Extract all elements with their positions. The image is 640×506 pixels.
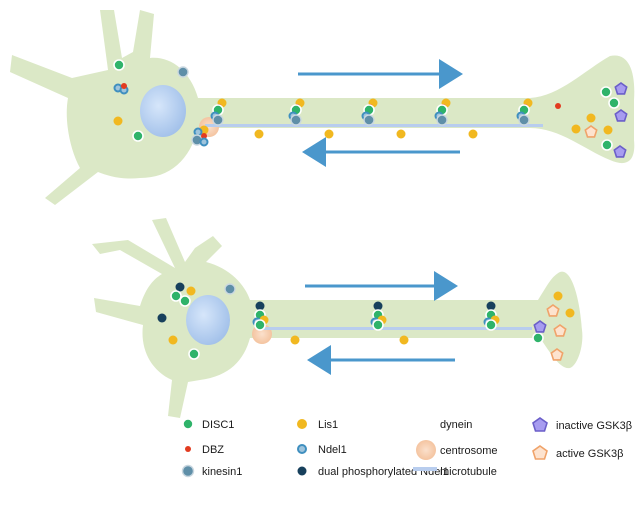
- lis1-icon: [565, 308, 575, 318]
- ndel1-icon: [199, 137, 209, 147]
- disc1-icon: [532, 332, 544, 344]
- kinesin1-icon: [436, 114, 448, 126]
- neuron-top: [10, 10, 635, 205]
- lis1-icon: [603, 125, 613, 135]
- dbz-icon: [201, 133, 207, 139]
- inactive-gsk3b-icon: [614, 82, 628, 95]
- microtubule-top: [205, 124, 543, 127]
- dbz-icon: [555, 103, 561, 109]
- disc1-icon: [608, 97, 620, 109]
- microtubule-bottom: [260, 327, 532, 330]
- lis1-icon: [396, 129, 406, 139]
- lis1-icon: [113, 116, 123, 126]
- kinesin1-icon: [177, 66, 189, 78]
- lis1-icon: [586, 113, 596, 123]
- neuron-top-body: [10, 10, 635, 205]
- legend-microtubule-icon: [413, 467, 437, 471]
- kinesin1-icon: [224, 283, 236, 295]
- lis1-icon: [324, 129, 334, 139]
- disc1-icon: [600, 86, 612, 98]
- legend-ndel1-label: Ndel1: [318, 444, 347, 456]
- legend-active-gsk3b-icon: [532, 445, 548, 460]
- active-gsk3b-icon: [584, 125, 598, 138]
- disc1-icon: [485, 319, 497, 331]
- inactive-gsk3b-icon: [613, 145, 627, 158]
- legend-centrosome-label: centrosome: [440, 445, 497, 457]
- legend-kinesin1-icon: [181, 464, 195, 478]
- legend-dbz-icon: [185, 446, 191, 452]
- legend-lis1-label: Lis1: [318, 419, 338, 431]
- kinesin1-icon: [290, 114, 302, 126]
- neuron-bottom-body: [92, 218, 583, 418]
- neuron-bottom: [92, 218, 583, 418]
- active-gsk3b-icon: [553, 324, 567, 337]
- dual-ndel1-icon: [373, 301, 383, 311]
- dbz-icon: [121, 83, 127, 89]
- molecule-layer: [113, 59, 628, 361]
- legend-dual-ndel1-icon: [297, 466, 307, 476]
- nucleus-top: [140, 85, 186, 137]
- legend-inactive-gsk3b-label: inactive GSK3β: [556, 420, 632, 432]
- disc1-icon: [601, 139, 613, 151]
- lis1-icon: [571, 124, 581, 134]
- active-gsk3b-icon: [546, 304, 560, 317]
- disc1-icon: [170, 290, 182, 302]
- inactive-gsk3b-icon: [533, 320, 547, 333]
- legend-centrosome-icon: [416, 440, 436, 460]
- kinesin1-icon: [518, 114, 530, 126]
- legend-kinesin1-label: kinesin1: [202, 466, 242, 478]
- disc1-icon: [179, 295, 191, 307]
- legend-active-gsk3b-label: active GSK3β: [556, 448, 623, 460]
- lis1-icon: [399, 335, 409, 345]
- legend: DISC1 DBZ kinesin1 Lis1 Ndel1 dual phosp…: [181, 417, 632, 478]
- dual-ndel1-icon: [255, 301, 265, 311]
- dual-ndel1-icon: [486, 301, 496, 311]
- inactive-gsk3b-icon: [614, 109, 628, 122]
- legend-lis1-icon: [297, 419, 307, 429]
- lis1-icon: [186, 286, 196, 296]
- legend-disc1-label: DISC1: [202, 419, 234, 431]
- lis1-icon: [468, 129, 478, 139]
- legend-dbz-label: DBZ: [202, 444, 224, 456]
- disc1-icon: [132, 130, 144, 142]
- kinesin1-icon: [363, 114, 375, 126]
- legend-dynein-icon: [419, 417, 430, 431]
- legend-inactive-gsk3b-icon: [532, 417, 548, 432]
- disc1-icon: [372, 319, 384, 331]
- kinesin1-icon: [212, 114, 224, 126]
- legend-microtubule-label: microtubule: [440, 466, 497, 478]
- lis1-icon: [254, 129, 264, 139]
- lis1-icon: [290, 335, 300, 345]
- nucleus-bottom: [186, 295, 230, 345]
- legend-dynein-label: dynein: [440, 419, 472, 431]
- disc1-icon: [113, 59, 125, 71]
- disc1-icon: [254, 319, 266, 331]
- lis1-icon: [168, 335, 178, 345]
- disc1-icon: [188, 348, 200, 360]
- legend-ndel1-icon: [297, 444, 307, 454]
- lis1-icon: [553, 291, 563, 301]
- active-gsk3b-icon: [550, 348, 564, 361]
- dual-ndel1-icon: [157, 313, 167, 323]
- dual-ndel1-icon: [175, 282, 185, 292]
- legend-disc1-icon: [182, 418, 194, 430]
